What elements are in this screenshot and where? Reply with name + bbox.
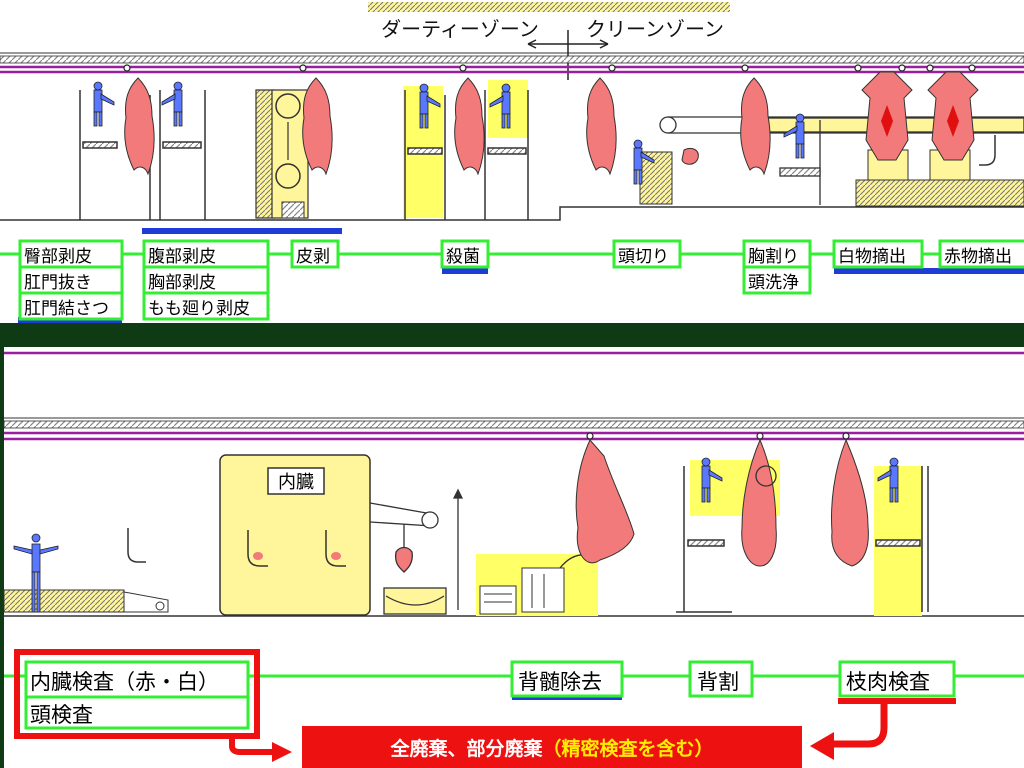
upper-hooks [123, 64, 976, 72]
station-box-viscera-inspection: 内臓検査（赤・白） 頭検査 [24, 660, 250, 730]
lower-overhead-rail [3, 417, 1024, 441]
carcass-4 [586, 77, 617, 175]
station-box-hide: 皮剥 [290, 239, 340, 269]
condemn-note-main: 全廃棄、部分廃棄 [389, 737, 543, 760]
station-sterilize-label: 殺菌 [446, 247, 480, 267]
station-box-white-offal: 白物摘出 [832, 239, 924, 269]
station-box-head-cut: 頭切り [612, 239, 682, 269]
station-box-tail: 臀部剥皮 肛門抜き 肛門結さつ [18, 239, 124, 321]
station-box-sterilize: 殺菌 [440, 239, 490, 269]
station-belly-line-3: もも廻り剥皮 [148, 299, 250, 319]
clean-zone-label: クリーンゾーン [586, 17, 724, 41]
station-tail-line-3: 肛門結さつ [24, 299, 109, 319]
station-head-cut-label: 頭切り [618, 247, 669, 267]
viscera-table-label: 内臓 [278, 472, 314, 493]
condemn-note-box [302, 726, 802, 768]
station-box-spinal: 背髄除去 [510, 660, 624, 698]
viscera-inspection-red-frame [14, 649, 260, 739]
viscera-inspection-table: 内臓 [219, 454, 371, 616]
station-viscera-line-2: 頭検査 [30, 703, 93, 727]
carcass-inspection-platform [874, 466, 929, 616]
station-box-carcass-inspection: 枝肉検査 [838, 660, 956, 698]
carcass-7 [927, 71, 979, 161]
worker-1a [93, 81, 115, 127]
head-piece [681, 147, 699, 165]
station-box-belly: 腹部剥皮 胸部剥皮 もも廻り剥皮 [142, 239, 270, 321]
saw-blade [755, 465, 777, 487]
condemn-note-text: 全廃棄、部分廃棄（精密検査を含む） [389, 737, 713, 760]
upper-floor-line [0, 206, 1024, 221]
station-box-red-offal: 赤物摘出 [938, 239, 1024, 269]
carcass-5 [740, 77, 771, 175]
arrow-to-note-left [229, 736, 276, 755]
arrow-to-note-right [830, 704, 888, 748]
station-tail-line-1: 臀部剥皮 [24, 247, 92, 267]
station-split-label: 背割 [697, 670, 739, 694]
station-white-offal-label: 白物摘出 [838, 247, 906, 267]
carcass-inspection-red-bar [838, 698, 956, 704]
condemn-note-highlight: （精密検査を含む） [543, 737, 714, 760]
carcass-lower-2 [741, 438, 777, 567]
lower-inspector [13, 533, 59, 613]
station-tail-line-2: 肛門抜き [24, 273, 92, 293]
spinal-removal-area [476, 554, 599, 616]
carcass-6 [861, 71, 913, 161]
station-carcass-inspection-label: 枝肉検査 [846, 670, 930, 694]
worker-1b [161, 81, 183, 127]
station-hide-label: 皮剥 [296, 247, 330, 267]
upper-overhead-rail [0, 52, 1024, 74]
station-box-chest: 胸割り 頭洗浄 [742, 239, 812, 295]
dirty-zone-label: ダーティーゾーン [381, 17, 539, 41]
arrow-head-right [810, 732, 834, 760]
station-red-offal-label: 赤物摘出 [944, 247, 1012, 267]
station-box-split: 背割 [688, 660, 754, 698]
station-chest-line-1: 胸割り [748, 247, 799, 267]
carcass-lower-1 [575, 439, 635, 564]
carcass-2 [302, 77, 333, 175]
arrow-head-left [272, 742, 292, 762]
carcass-3 [454, 77, 485, 175]
station-belly-line-1: 腹部剥皮 [148, 247, 216, 267]
top-hatch-strip [368, 2, 730, 12]
carcass-lower-3 [831, 438, 869, 567]
station-belly-line-2: 胸部剥皮 [148, 273, 216, 293]
station-viscera-line-1: 内臓検査（赤・白） [30, 670, 219, 694]
head-cut-stand [639, 151, 673, 205]
lower-left-border [0, 347, 4, 768]
viscera-conveyor-arm [369, 488, 464, 615]
lower-left-conveyor [3, 528, 169, 613]
station-spinal-label: 背髄除去 [518, 670, 602, 694]
carcass-1 [124, 77, 155, 175]
hide-puller-machine [255, 89, 309, 219]
station-chest-line-2: 頭洗浄 [748, 273, 799, 293]
section-divider [0, 323, 1024, 347]
